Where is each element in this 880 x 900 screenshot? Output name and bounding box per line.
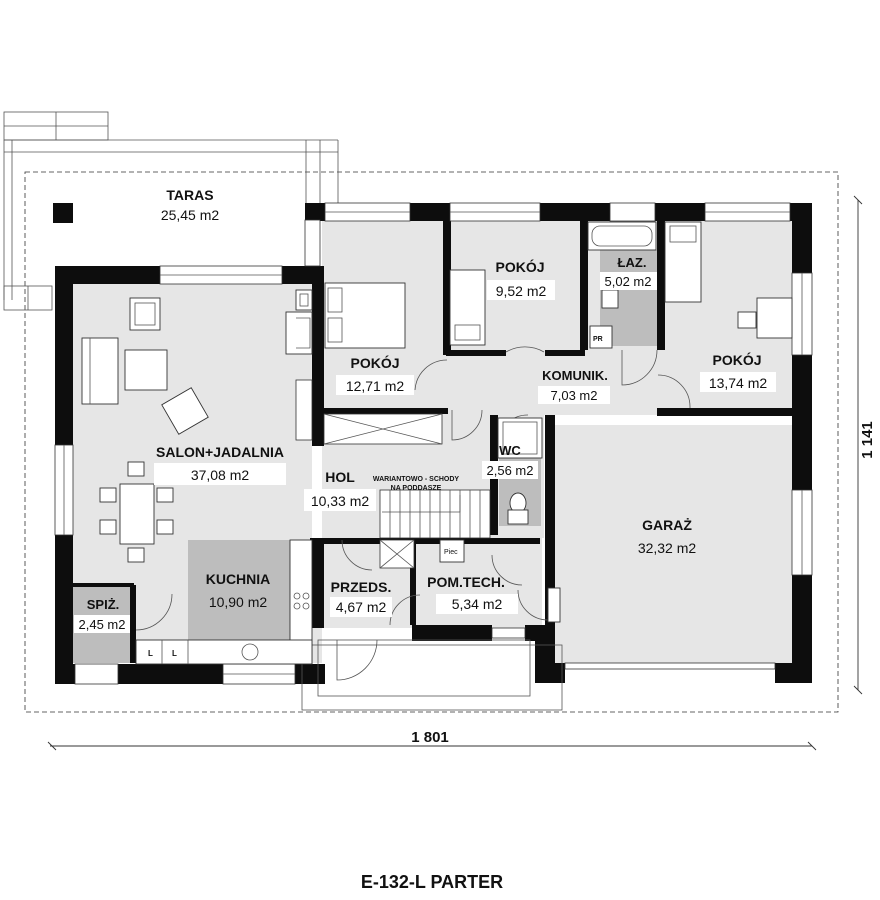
pr-label: PR bbox=[593, 336, 603, 343]
plan-title: E-132-L PARTER bbox=[361, 872, 503, 892]
room-name-salon: SALON+JADALNIA bbox=[156, 444, 284, 460]
stairs bbox=[379, 489, 491, 539]
fireplace bbox=[285, 311, 313, 355]
room-name-spiz: SPIŻ. bbox=[87, 597, 120, 612]
entrance-steps bbox=[301, 639, 563, 711]
room-name-wc: WC bbox=[499, 443, 521, 458]
room-area-pom-tech: 5,34 m2 bbox=[452, 596, 503, 612]
room-name-pokoj-1: POKÓJ bbox=[350, 354, 399, 371]
room-area-pokoj-2: 9,52 m2 bbox=[496, 283, 547, 299]
room-name-hol: HOL bbox=[325, 469, 355, 485]
room-area-salon: 37,08 m2 bbox=[191, 467, 250, 483]
room-area-pokoj-1: 12,71 m2 bbox=[346, 378, 405, 394]
room-name-garaz: GARAŻ bbox=[642, 517, 692, 533]
plot-outline bbox=[24, 171, 839, 713]
walls bbox=[55, 203, 812, 684]
room-name-laz: ŁAZ. bbox=[618, 255, 647, 270]
dimension-width: 1 801 bbox=[47, 729, 817, 751]
room-area-wc: 2,56 m2 bbox=[487, 463, 534, 478]
room-name-taras: TARAS bbox=[166, 187, 213, 203]
appliance-label-1: L bbox=[148, 649, 153, 658]
room-area-box-laz bbox=[600, 272, 657, 290]
dimension-height: 1 141 bbox=[853, 195, 876, 695]
room-area-box-salon bbox=[154, 463, 286, 485]
room-labels: TARAS 25,45 m2 POKÓJ 12,71 m2 POKÓJ 9,52… bbox=[74, 187, 776, 633]
kitchen-floor bbox=[188, 540, 290, 640]
windows bbox=[54, 202, 813, 685]
room-area-box-spiz bbox=[74, 615, 130, 633]
room-area-laz: 5,02 m2 bbox=[605, 274, 652, 289]
bathroom-fixtures: PR Piec bbox=[439, 221, 657, 563]
room-area-box-pokoj-1 bbox=[336, 375, 414, 395]
terrace-pillar bbox=[53, 203, 73, 223]
room-area-taras: 25,45 m2 bbox=[161, 207, 220, 223]
room-area-box-pom-tech bbox=[436, 594, 518, 614]
dimension-height-label: 1 141 bbox=[859, 421, 876, 459]
room-name-przeds: PRZEDS. bbox=[331, 579, 392, 595]
living-furniture bbox=[81, 289, 313, 563]
room-area-box-komunik bbox=[538, 386, 610, 404]
chimney bbox=[295, 289, 313, 311]
doors bbox=[135, 346, 691, 631]
dimension-width-label: 1 801 bbox=[411, 729, 449, 746]
room-name-pokoj-2: POKÓJ bbox=[495, 258, 544, 275]
terrace-pergola bbox=[3, 111, 339, 311]
room-area-pokoj-3: 13,74 m2 bbox=[709, 375, 768, 391]
room-area-kuchnia: 10,90 m2 bbox=[209, 594, 268, 610]
room-area-box-przeds bbox=[330, 597, 392, 617]
boiler-label: Piec bbox=[444, 549, 458, 556]
stairs-note-line-1: WARIANTOWO - SCHODY bbox=[373, 476, 460, 483]
kitchen-furniture: L L bbox=[135, 539, 313, 665]
room-area-box-pokoj-3 bbox=[700, 372, 776, 392]
stairs-note-line-2: NA PODDASZE bbox=[391, 485, 442, 492]
appliance-label-2: L bbox=[172, 649, 177, 658]
room-area-box-wc bbox=[482, 461, 538, 479]
room-area-przeds: 4,67 m2 bbox=[336, 599, 387, 615]
hall-wardrobe bbox=[323, 413, 443, 569]
room-name-pom-tech: POM.TECH. bbox=[427, 574, 505, 590]
room-name-komunik: KOMUNIK. bbox=[542, 368, 608, 383]
bedroom-furniture bbox=[324, 221, 793, 349]
room-area-hol: 10,33 m2 bbox=[311, 493, 370, 509]
room-area-box-pokoj-2 bbox=[487, 280, 555, 300]
room-name-pokoj-3: POKÓJ bbox=[712, 351, 761, 368]
room-area-spiz: 2,45 m2 bbox=[79, 617, 126, 632]
room-area-box-hol bbox=[304, 489, 376, 511]
room-area-garaz: 32,32 m2 bbox=[638, 540, 697, 556]
room-area-komunik: 7,03 m2 bbox=[551, 388, 598, 403]
room-name-kuchnia: KUCHNIA bbox=[206, 571, 271, 587]
